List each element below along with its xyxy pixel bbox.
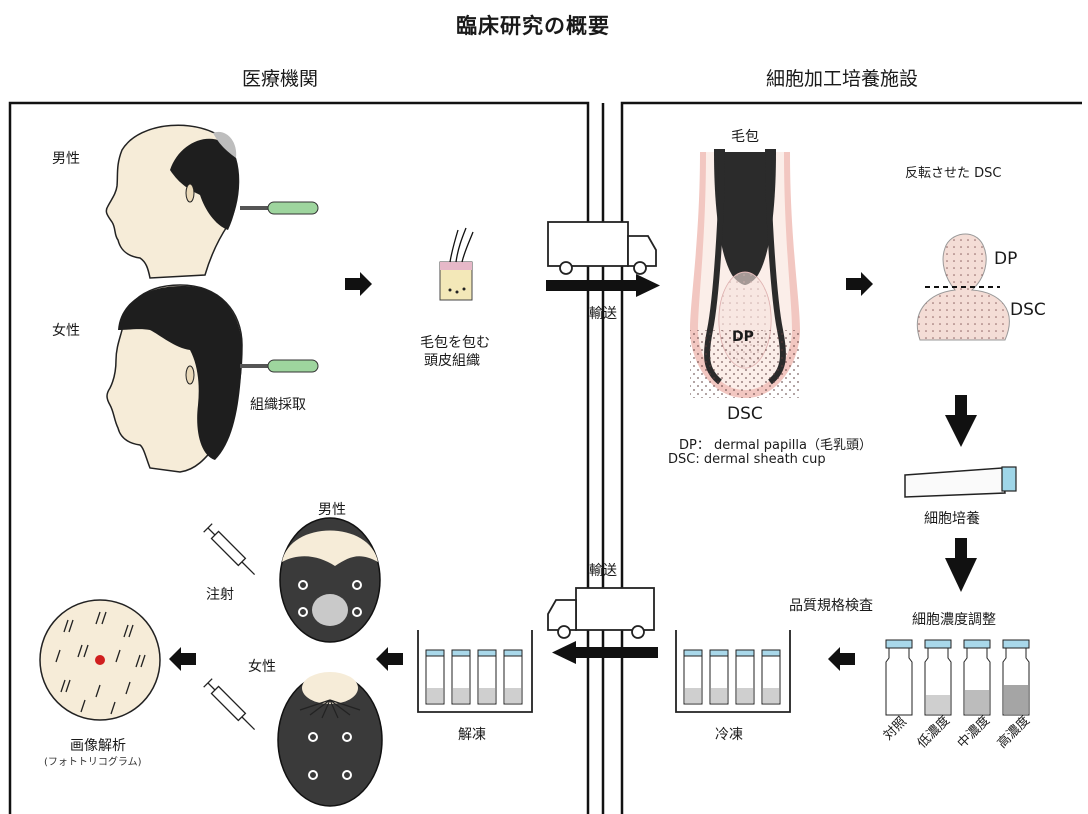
image-analysis-label: 画像解析 xyxy=(70,738,126,754)
left-panel-frame xyxy=(8,101,590,814)
right-panel-frame xyxy=(620,101,1082,814)
inverted-dsc-side-label: DSC xyxy=(1010,300,1046,320)
male-head-top-view-icon xyxy=(279,517,381,643)
inverted-dp-label: DP xyxy=(994,249,1018,269)
freeze-label: 冷凍 xyxy=(715,727,743,743)
thaw-label: 解凍 xyxy=(458,727,486,743)
arrow-left-icon-2 xyxy=(376,647,403,671)
section-cell-processing-facility: 細胞加工培養施設 xyxy=(766,68,919,90)
transport-arrow-right xyxy=(546,274,660,297)
follicle-dsc-label: DSC xyxy=(727,404,763,424)
arrow-right-icon xyxy=(345,272,372,296)
transport-arrow-left xyxy=(552,641,658,664)
section-medical-institution: 医療機関 xyxy=(242,68,319,90)
arrow-left-icon-3 xyxy=(169,647,196,671)
inverted-dsc-label: 反転させた DSC xyxy=(905,166,1002,181)
male-label: 男性 xyxy=(52,151,80,167)
punch-biopsy-tool-icon-2 xyxy=(240,359,319,373)
legend-dsc: DSC: dermal sheath cup xyxy=(668,452,826,467)
follicle-dp-label: DP xyxy=(732,329,754,345)
arrow-left-icon xyxy=(828,647,855,671)
inverted-dsc-icon xyxy=(916,233,1010,341)
scalp-tissue-sample-icon xyxy=(439,227,474,301)
female-label: 女性 xyxy=(52,323,80,339)
page-title: 臨床研究の概要 xyxy=(456,14,610,38)
arrow-down-icon-2 xyxy=(945,538,977,592)
syringe-icon xyxy=(203,523,256,576)
legend-dp: DP： dermal papilla（毛乳頭） xyxy=(679,438,872,453)
phototrichogram-icon xyxy=(39,599,161,721)
thaw-rack-icon xyxy=(417,630,533,713)
phototrichogram-label: (フォトトリコグラム) xyxy=(44,757,142,768)
hair-follicle-icon xyxy=(690,149,800,398)
freezer-rack-icon xyxy=(675,630,791,713)
truck-top-icon xyxy=(547,221,657,275)
arrow-right-icon-2 xyxy=(846,272,873,296)
quality-check-label: 品質規格検査 xyxy=(789,598,873,614)
transport-label-top: 輸送 xyxy=(589,306,617,322)
injection-label: 注射 xyxy=(206,587,234,603)
tissue-collection-label: 組織採取 xyxy=(250,397,306,413)
syringe-icon-2 xyxy=(203,678,256,731)
male-head-profile-icon xyxy=(105,124,240,279)
cell-culture-label: 細胞培養 xyxy=(924,511,980,527)
culture-flask-icon xyxy=(904,466,1017,498)
inject-female-label: 女性 xyxy=(248,659,276,675)
female-head-top-view-icon xyxy=(277,672,383,807)
punch-biopsy-tool-icon xyxy=(240,201,319,215)
inject-male-label: 男性 xyxy=(318,502,346,518)
transport-label-bottom: 輸送 xyxy=(589,563,617,579)
scalp-tissue-label-line1: 毛包を包む xyxy=(420,335,490,351)
truck-bottom-icon xyxy=(547,587,655,639)
female-head-profile-icon xyxy=(106,284,243,473)
concentration-adjust-label: 細胞濃度調整 xyxy=(912,612,996,628)
concentration-vials xyxy=(885,639,1030,716)
follicle-label: 毛包 xyxy=(731,129,759,145)
scalp-tissue-label-line2: 頭皮組織 xyxy=(424,353,480,369)
arrow-down-icon xyxy=(945,395,977,447)
